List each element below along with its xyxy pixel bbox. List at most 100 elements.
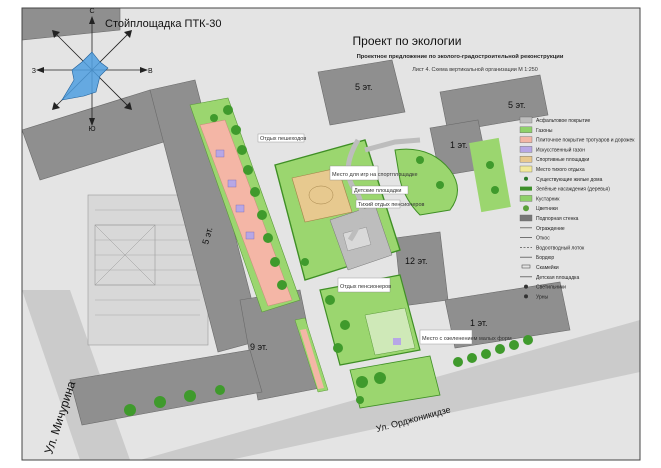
building-label-tower-12: 12 эт. xyxy=(405,256,428,266)
legend-label: Подпорная стенка xyxy=(536,216,579,222)
legend-symbol xyxy=(524,176,528,181)
legend-item: Откос xyxy=(520,236,550,242)
legend-label: Цветники xyxy=(536,206,558,212)
legend-symbol xyxy=(520,186,532,191)
legend-label: Бордюр xyxy=(536,255,554,261)
drawing-frame xyxy=(21,7,641,461)
legend-label: Ограждение xyxy=(536,226,565,232)
legend-symbol xyxy=(519,195,533,202)
right-lawn xyxy=(469,137,511,213)
legend-label: Газоны xyxy=(536,128,553,134)
legend-item: Детская площадка xyxy=(520,275,579,281)
legend-item: Плиточное покрытие тротуаров и дорожек xyxy=(519,136,635,144)
building-label-top-right: 5 эт. xyxy=(508,100,526,110)
buildings xyxy=(21,7,571,426)
left-strip-artificial-lawn xyxy=(215,149,255,240)
bottom-lawn xyxy=(349,355,441,409)
legend-label: Светильники xyxy=(536,285,566,291)
building-lower-left xyxy=(69,349,263,426)
legend-item: Водоотводный лоток xyxy=(520,244,585,251)
compass-west: З xyxy=(32,68,36,75)
building-label-bottom-9: 9 эт. xyxy=(250,342,268,352)
legend-item: Асфальтовое покрытие xyxy=(519,116,591,124)
left-strip-trees xyxy=(210,105,287,290)
compass-arrows xyxy=(36,16,148,126)
legend-symbol xyxy=(519,214,533,222)
legend-label: Кустарник xyxy=(536,196,560,202)
legend-label: Искусственный газон xyxy=(536,146,585,153)
building-top-center-5 xyxy=(317,59,406,126)
page-title: Проект по экологии xyxy=(353,34,462,48)
building-label-bottom-right-1: 1 эт. xyxy=(470,318,488,328)
callout-2: Место для игр на спортплощадке xyxy=(332,172,418,178)
legend-symbol xyxy=(523,205,529,212)
legend-item: Урны xyxy=(524,294,548,300)
compass-north: С xyxy=(89,8,94,15)
legend-item: Скамейки xyxy=(521,264,559,271)
south-strip-tile xyxy=(300,329,324,389)
callout-3: Детские площадки xyxy=(354,188,401,194)
legend-item: Спортивные площадки xyxy=(519,155,589,163)
street-trees xyxy=(124,335,533,416)
curved-lawn xyxy=(394,148,458,216)
legend-symbol xyxy=(519,155,533,163)
legend-symbol xyxy=(521,264,531,269)
sheet-title: Лист 4. Схема вертикальной организации М… xyxy=(412,66,537,73)
compass-south: Ю xyxy=(88,126,95,133)
legend-item: Место тихого отдыха xyxy=(519,165,585,173)
left-tile-walkway xyxy=(199,119,293,307)
legend-label: Откос xyxy=(536,236,550,242)
lower-artificial-lawn xyxy=(393,338,401,345)
building-label-top-center: 5 эт. xyxy=(355,82,373,92)
legend-item: Кустарник xyxy=(519,195,560,202)
legend-item: Светильники xyxy=(524,284,566,291)
legend-item: Ограждение xyxy=(520,226,565,232)
legend-label: Плиточное покрытие тротуаров и дорожек xyxy=(536,138,635,144)
callout-4: Тихий отдых пенсионеров xyxy=(358,201,424,208)
legend-item: Существующие жилые дома xyxy=(524,176,603,183)
legend-label: Детская площадка xyxy=(536,275,579,281)
parking-diagonal-b xyxy=(94,224,156,286)
legend-label: Спортивные площадки xyxy=(536,157,589,163)
site-name: Стойплощадка ПТК-30 xyxy=(105,18,221,30)
legend-label: Скамейки xyxy=(536,264,559,271)
legend-symbol xyxy=(519,136,533,143)
upper-path xyxy=(364,137,421,153)
callout-5: Отдых пенсионеров xyxy=(340,284,391,290)
legend-symbol xyxy=(519,165,533,173)
sports-field xyxy=(291,167,353,223)
legend-symbol xyxy=(519,126,533,134)
wind-rose: С Ю З В xyxy=(32,8,153,133)
legend-label: Асфальтовое покрытие xyxy=(536,118,591,124)
lower-playground xyxy=(364,307,416,356)
legend-label: Существующие жилые дома xyxy=(536,177,603,183)
legend-item: Искусственный газон xyxy=(519,146,585,153)
legend-item: Цветники xyxy=(523,205,558,212)
right-trees xyxy=(416,156,499,194)
lower-trees xyxy=(301,258,386,404)
callouts: Отдых пешеходов Место для игр на спортпл… xyxy=(257,133,512,345)
callout-1: Отдых пешеходов xyxy=(260,136,306,142)
compass-east: В xyxy=(148,68,153,75)
legend-label: Зелёные насаждения (деревья) xyxy=(536,187,610,193)
legend-symbol xyxy=(519,116,533,124)
legend-item: Газоны xyxy=(519,126,553,134)
legend-item: Зелёные насаждения (деревья) xyxy=(520,186,610,193)
legend-item: Бордюр xyxy=(520,255,554,261)
callout-6: Место с озеленением малых форм xyxy=(422,336,512,342)
legend-symbol xyxy=(524,284,528,289)
legend-label: Урны xyxy=(536,294,548,300)
building-label-left-5: 5 эт. xyxy=(200,226,214,246)
legend-item: Подпорная стенка xyxy=(519,214,579,222)
legend-symbol xyxy=(524,294,528,299)
building-label-right-1: 1 эт. xyxy=(450,140,468,150)
legend-label: Водоотводный лоток xyxy=(536,244,585,251)
legend-symbol xyxy=(519,146,533,153)
wind-rose-shape xyxy=(61,51,109,101)
parking-frame xyxy=(94,224,156,286)
page-subtitle: Проектное предложение по эколого-градост… xyxy=(357,53,564,60)
legend-label: Место тихого отдыха xyxy=(536,167,585,173)
